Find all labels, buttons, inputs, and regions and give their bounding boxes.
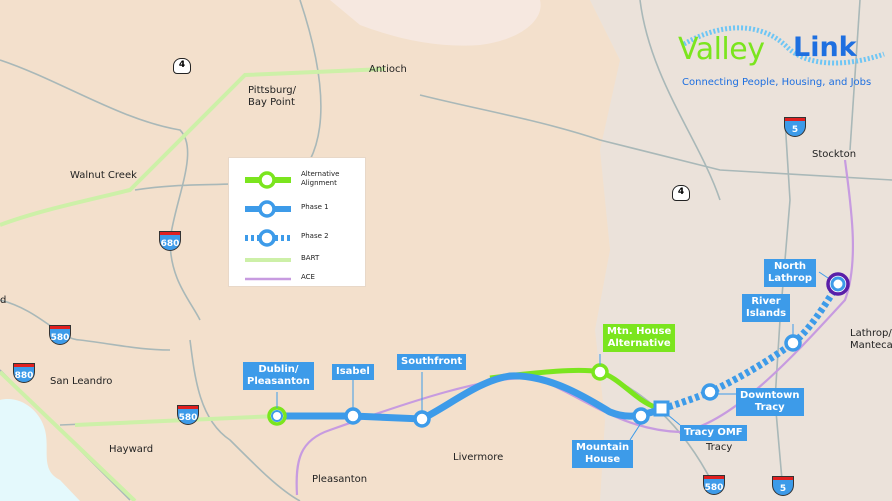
interstate-5-shield: 5 <box>785 118 805 136</box>
station-mtn-house-alternative[interactable] <box>591 363 609 381</box>
place-hayward: Hayward <box>109 444 154 455</box>
bart-lines <box>0 67 386 501</box>
interstate-580-shield: 580 <box>704 476 724 494</box>
legend-ace: ACE <box>301 273 315 281</box>
hills-region <box>330 0 541 46</box>
phase1-line <box>277 372 664 423</box>
label-mtn-house-alternative[interactable]: Mtn. House Alternative <box>603 324 676 352</box>
interstate-880-shield: 880 <box>14 364 34 382</box>
place-pleasanton: Pleasanton <box>312 474 368 485</box>
label-isabel[interactable]: Isabel <box>332 364 374 380</box>
logo-word-valley: Valley <box>678 32 765 67</box>
label-dublin-pleasanton[interactable]: Dublin/ Pleasanton <box>243 362 314 390</box>
east-land-region <box>590 0 892 501</box>
route-4-shield: 4 <box>173 58 191 74</box>
place-partial: d <box>0 295 7 306</box>
bay-water <box>0 399 80 501</box>
interstate-680-shield: 680 <box>160 232 180 250</box>
station-dublin-inner <box>271 410 283 422</box>
legend-alternative: Alternative Alignment <box>301 170 340 187</box>
logo-arc-icon <box>682 25 885 66</box>
station-mountain-house[interactable] <box>632 407 650 425</box>
place-livermore: Livermore <box>453 452 504 463</box>
place-antioch: Antioch <box>369 64 407 75</box>
label-downtown-tracy[interactable]: Downtown Tracy <box>736 388 804 416</box>
place-san-leandro: San Leandro <box>50 376 113 387</box>
station-tracy-omf[interactable] <box>653 400 670 417</box>
label-mountain-house[interactable]: Mountain House <box>572 440 634 468</box>
place-pittsburg: Pittsburg/ Bay Point <box>248 85 296 108</box>
station-river-islands[interactable] <box>784 334 802 352</box>
label-southfront[interactable]: Southfront <box>397 354 467 370</box>
label-tracy-omf[interactable]: Tracy OMF <box>680 425 747 441</box>
station-downtown-tracy[interactable] <box>701 383 719 401</box>
legend-symbols <box>245 171 291 281</box>
phase2-line <box>660 282 841 413</box>
place-walnut-creek: Walnut Creek <box>70 170 137 181</box>
route-4-shield: 4 <box>672 185 690 201</box>
place-stockton: Stockton <box>812 149 857 160</box>
station-isabel[interactable] <box>344 407 362 425</box>
label-north-lathrop[interactable]: North Lathrop <box>764 259 816 287</box>
logo-tagline: Connecting People, Housing, and Jobs <box>682 77 872 88</box>
label-river-islands[interactable]: River Islands <box>742 294 791 322</box>
place-tracy: Tracy <box>706 442 733 453</box>
interstate-580-shield: 580 <box>178 406 198 424</box>
interstate-5-shield: 5 <box>773 477 793 495</box>
place-lathrop-manteca: Lathrop/ Manteca <box>850 328 892 351</box>
logo-word-link: Link <box>793 32 857 63</box>
valley-link-logo: Valley Link Connecting People, Housing, … <box>672 22 887 94</box>
station-southfront[interactable] <box>413 410 431 428</box>
legend-phase2: Phase 2 <box>301 232 329 240</box>
map-legend: Alternative Alignment Phase 1 Phase 2 BA… <box>228 157 366 287</box>
legend-phase1: Phase 1 <box>301 203 329 211</box>
interstate-580-shield: 580 <box>50 326 70 344</box>
label-leaders <box>276 271 829 441</box>
station-north-lathrop <box>830 276 846 292</box>
legend-bart: BART <box>301 254 320 262</box>
